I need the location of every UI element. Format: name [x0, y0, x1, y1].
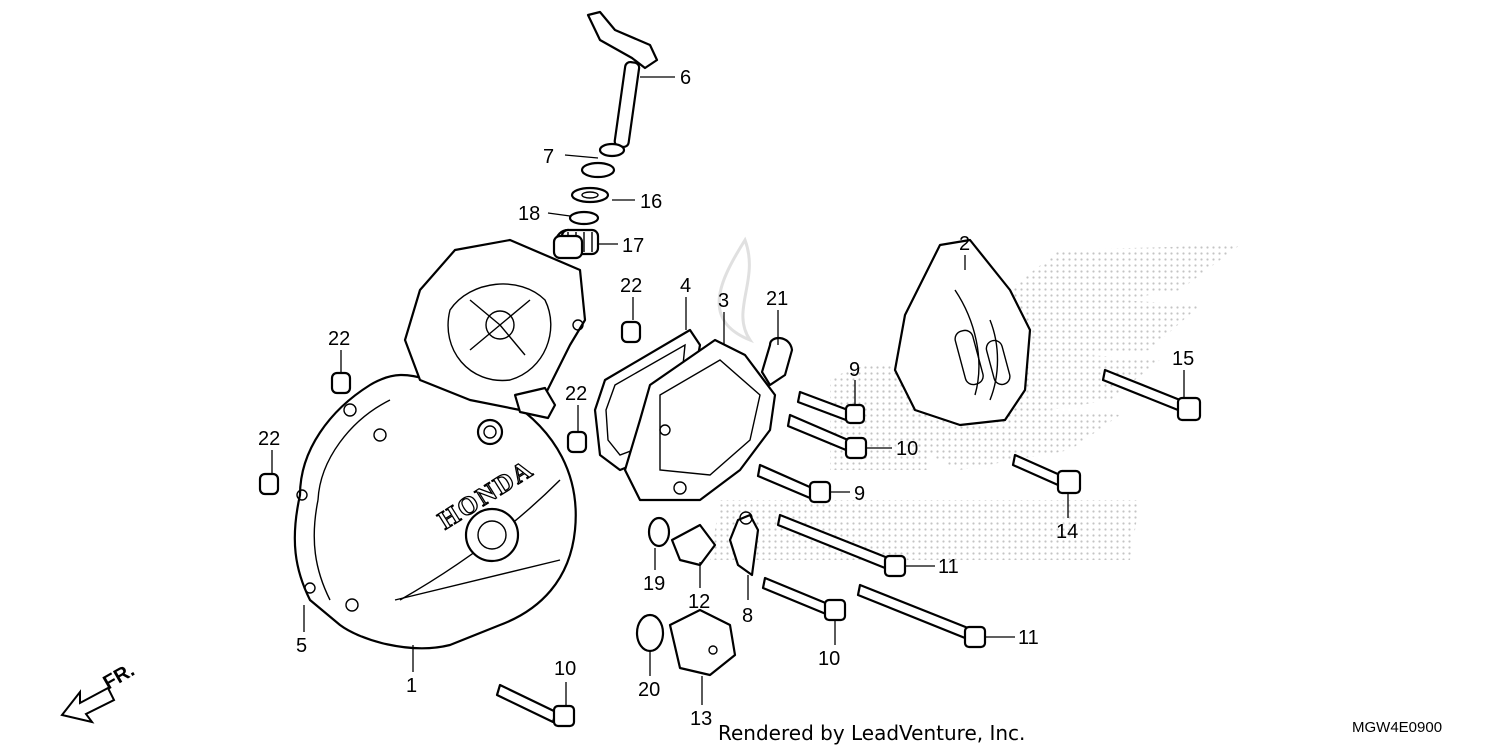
left-crankcase-cover: HONDA [293, 373, 577, 650]
callout-18: 18 [518, 203, 540, 225]
callout-22-far-left: 22 [258, 428, 280, 450]
shift-shaft-assembly [552, 10, 659, 260]
callout-1: 1 [406, 675, 417, 697]
callout-16: 16 [640, 191, 662, 213]
callout-22-top: 22 [620, 275, 642, 297]
callout-2: 2 [959, 233, 970, 255]
callout-19: 19 [643, 573, 665, 595]
callout-4: 4 [680, 275, 691, 297]
diagram-code: MGW4E0900 [1352, 719, 1442, 736]
callout-11-upper: 11 [938, 556, 959, 578]
sprocket-guard [893, 238, 1032, 427]
clips [728, 337, 794, 577]
side-cover [623, 338, 777, 502]
callout-9-upper: 9 [849, 359, 860, 381]
dowel-pins [258, 320, 642, 496]
callout-14: 14 [1056, 521, 1078, 543]
callout-22-mid: 22 [565, 383, 587, 405]
front-direction-arrow-icon: FR. [60, 659, 138, 724]
callout-3: 3 [718, 290, 729, 312]
callout-22-left: 22 [328, 328, 350, 350]
callout-13: 13 [690, 708, 712, 730]
callout-5: 5 [296, 635, 307, 657]
callout-17: 17 [622, 235, 644, 257]
callout-labels: 6 7 16 18 17 22 4 3 21 22 22 22 2 15 9 1… [258, 67, 1194, 730]
callout-10-right: 10 [818, 648, 840, 670]
callout-21: 21 [766, 288, 788, 310]
callout-15: 15 [1172, 348, 1194, 370]
footer-credit: Rendered by LeadVenture, Inc. [718, 721, 1025, 745]
callout-12: 12 [688, 591, 710, 613]
callout-9-lower: 9 [854, 483, 865, 505]
callout-11-lower: 11 [1018, 627, 1039, 649]
callout-8: 8 [742, 605, 753, 627]
plugs-and-orings [635, 516, 737, 677]
callout-20: 20 [638, 679, 660, 701]
leader-lines [271, 76, 1185, 706]
callout-7: 7 [543, 146, 554, 168]
callout-6: 6 [680, 67, 691, 89]
callout-10-bottom: 10 [554, 658, 576, 680]
callout-10-mid: 10 [896, 438, 918, 460]
bolts [495, 368, 1202, 728]
